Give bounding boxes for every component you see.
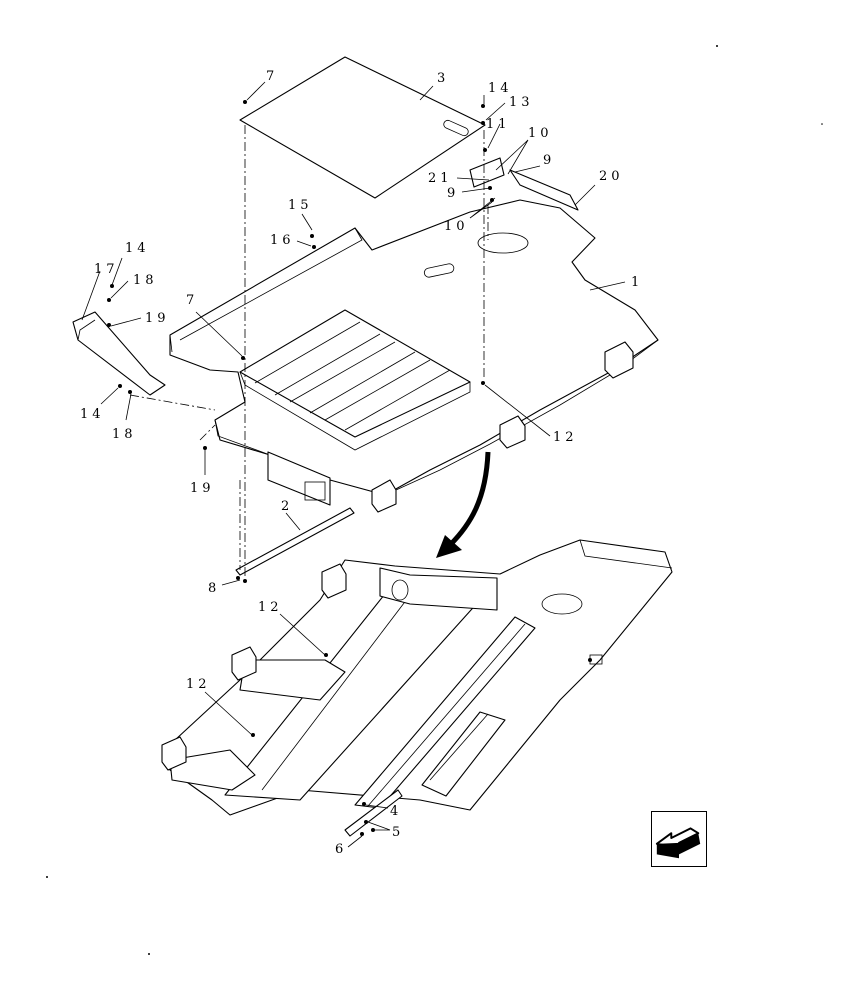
callout-19-top: 19 [145, 311, 170, 326]
callout-2: 2 [281, 499, 293, 514]
callout-19-bottom: 19 [190, 481, 215, 496]
callout-12-lower-left: 12 [186, 677, 211, 692]
upper-mount-brackets [371, 341, 634, 513]
callout-13: 13 [509, 95, 534, 110]
rail-part-2 [235, 507, 355, 576]
side-bracket-part-17 [72, 311, 166, 396]
callout-10-top: 10 [528, 126, 553, 141]
callout-9-left: 9 [447, 186, 459, 201]
callout-21: 21 [428, 171, 453, 186]
center-pan [239, 309, 471, 451]
fasteners [107, 100, 494, 583]
callout-18-top: 18 [133, 273, 158, 288]
callout-16: 16 [270, 233, 295, 248]
callout-5: 5 [392, 825, 404, 840]
callout-4: 4 [390, 804, 402, 819]
floor-box [267, 451, 331, 506]
callout-6: 6 [335, 842, 347, 857]
callout-10-bottom: 10 [444, 219, 469, 234]
callout-9-right: 9 [543, 153, 555, 168]
callout-14-left-top: 14 [125, 241, 150, 256]
underside-floor-assembly [161, 539, 673, 837]
callout-1: 1 [631, 275, 643, 290]
alignment-lines [129, 125, 489, 580]
view-direction-arrow-icon [436, 451, 491, 558]
cover-plate-part-3 [239, 56, 486, 199]
callout-20: 20 [599, 169, 624, 184]
hinge-bracket-part-20 [469, 157, 579, 211]
callout-14-left-bottom: 14 [80, 407, 105, 422]
navigation-arrow-icon [655, 827, 701, 859]
callout-3: 3 [437, 71, 449, 86]
page-specks [46, 45, 823, 955]
callout-7-top: 7 [266, 69, 278, 84]
callout-14-top: 14 [488, 81, 513, 96]
callout-11: 11 [486, 117, 511, 132]
callout-12-lower-right: 12 [258, 600, 283, 615]
callout-7-mid: 7 [186, 293, 198, 308]
callout-12-upper: 12 [553, 430, 578, 445]
leader-lines [81, 81, 626, 848]
callout-18-bottom: 18 [112, 427, 137, 442]
callout-15: 15 [288, 198, 313, 213]
callout-labels: 7 3 14 13 11 10 9 21 9 10 20 1 15 16 14 … [80, 69, 643, 857]
floor-plate-part-1 [169, 199, 659, 496]
callout-17: 17 [94, 262, 119, 277]
callout-8: 8 [208, 581, 220, 596]
navigation-arrow-button[interactable] [651, 811, 707, 867]
